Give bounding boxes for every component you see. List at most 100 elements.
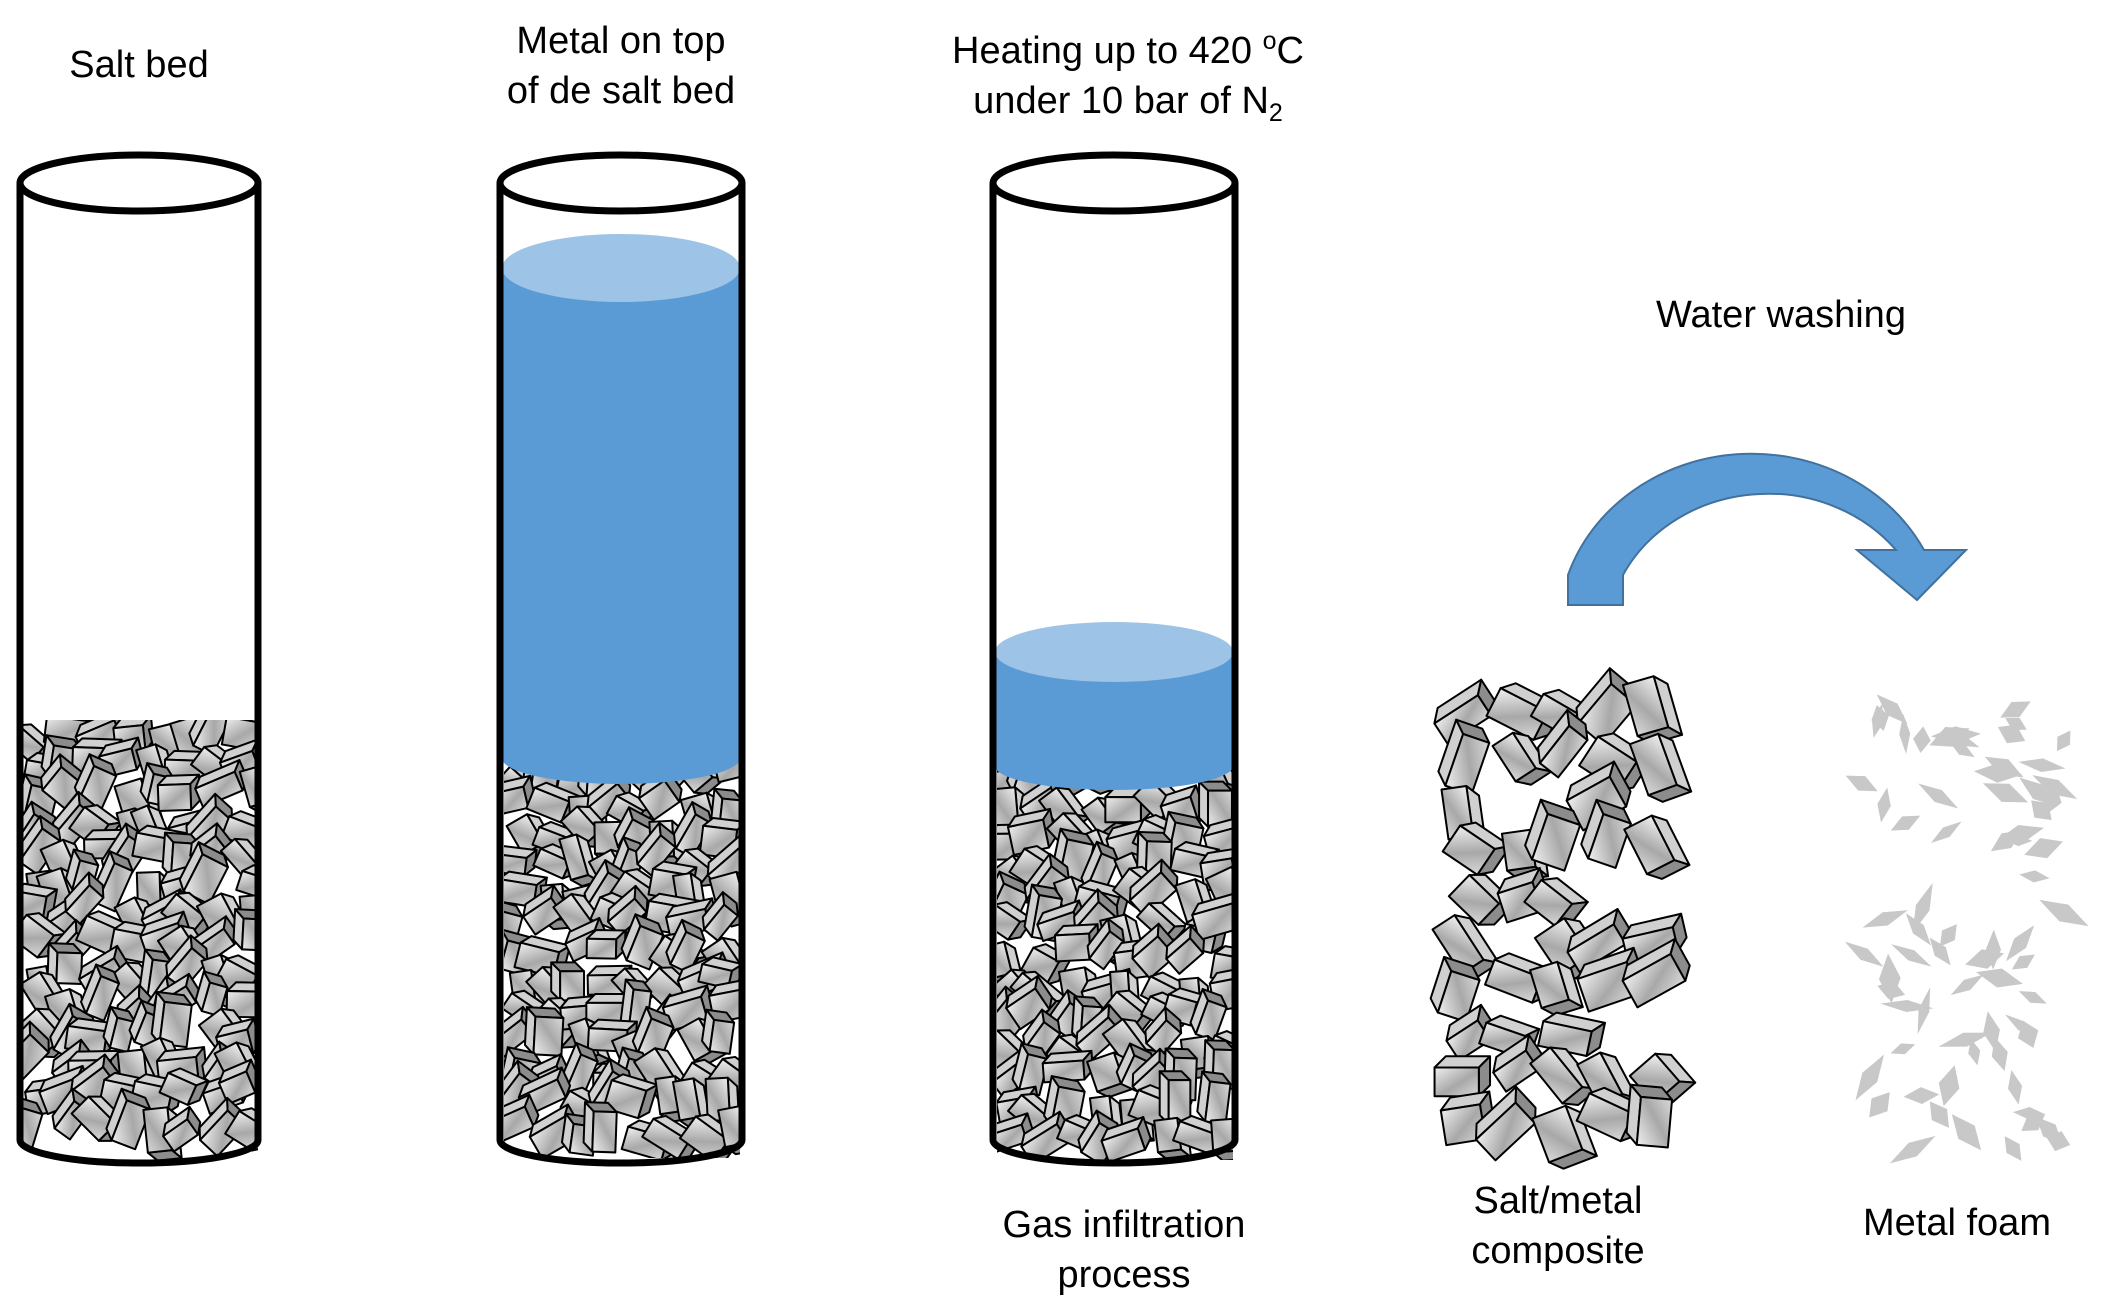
salt-cube [1136,830,1173,882]
foam-flake [1917,987,1931,1035]
salt-cubes [22,720,258,1160]
salt-cube [194,970,229,1018]
foam-flake [2018,991,2047,1004]
foam-flake [2024,838,2063,859]
foam-flake [1876,694,1908,724]
foam-flake [2019,870,2050,883]
salt-cube [1575,667,1638,746]
foam-flake [1991,1037,2008,1072]
salt-cube [585,928,627,960]
salt-cube [641,1114,703,1158]
foam-flake [2017,1020,2039,1049]
salt-cube [665,918,706,975]
label-metal-on-salt: Metal on top of de salt bed [506,20,736,112]
salt-cube [46,942,84,985]
foam-flake [1880,999,1934,1013]
salt-cube [523,1006,565,1057]
salt-cube [80,963,121,1022]
tube-outline [496,183,746,1167]
salt-cube [1566,908,1631,974]
foam-flake [1929,1101,1950,1128]
salt-cube [1165,924,1205,975]
salt-cube [1100,1116,1152,1160]
foam-flake [2012,1107,2046,1120]
foam-flake [1889,1135,1936,1164]
salt-cube [1628,1052,1697,1106]
foam-flake [2011,954,2035,970]
salt-cube [1531,1104,1598,1170]
foam-flake [1949,742,1975,758]
foam-flake [2000,701,2031,718]
salt-cube [1628,732,1693,803]
salt-cube [1524,798,1582,872]
salt-cube [1529,960,1584,1017]
salt-cube [701,1008,736,1055]
foam-flake [2036,1116,2063,1145]
tube-rim [496,151,746,215]
salt-cube [1621,937,1691,1009]
foam-flake [1968,1038,1981,1066]
foam-flake [1877,981,1906,1000]
label-water-washing: Water washing [1656,294,1906,336]
foam-flake [1903,1087,1940,1105]
foam-flake [1951,1114,1982,1151]
salt-cube [1580,798,1632,869]
tube-rim [16,151,262,215]
foam-flake [1938,1032,1992,1047]
salt-cube [1128,858,1179,919]
foam-flake [2004,835,2033,847]
water-washing-arrow [1567,452,1969,606]
foam-flake [1940,731,1980,748]
salt-cube [1011,1042,1050,1097]
foam-flake [2056,730,2071,752]
salt-cube [607,884,649,937]
foam-flake [2032,775,2078,800]
salt-cube [620,913,665,971]
salt-cube [1144,1006,1183,1058]
salt-cubes [997,762,1233,1160]
salt-cube [1429,955,1481,1023]
salt-cube [631,1005,675,1063]
salt-cube [1158,1070,1192,1126]
salt-cube [150,990,193,1049]
salt-cube [235,864,258,901]
salt-cube [1623,814,1691,880]
foam-flake [2007,1069,2023,1105]
foam-flake [1950,974,1984,996]
salt-cube [102,1005,137,1054]
label-metal-foam: Metal foam [1863,1202,2051,1244]
salt-cube [1191,891,1233,942]
tube-metal-on-salt [496,151,746,1167]
salt-cube [138,948,173,1002]
tube-outline [16,183,262,1167]
salt-cube [91,850,134,913]
foam-flake [1982,783,2029,803]
foam-flake [1877,787,1891,823]
salt-cube [1005,975,1053,1031]
foam-flake [1862,910,1908,928]
metal-foam-flakes [1844,694,2089,1164]
foam-flake [1891,944,1932,967]
salt-cube [504,870,548,908]
metal-layer [502,268,740,784]
salt-cubes [504,758,740,1158]
salt-cube [701,891,739,942]
foam-flake [1985,929,2001,970]
salt-cube [1625,1083,1674,1149]
foam-flake [2005,717,2027,731]
foam-flake [1871,703,1884,738]
foam-flake [1939,924,1957,947]
tube-outline [989,183,1239,1167]
label-salt-metal-composite: Salt/metal composite [1471,1180,1645,1272]
foam-flake [2018,758,2066,773]
salt-cube [550,961,586,1002]
foam-flake [1890,815,1921,831]
salt-cube [635,821,677,878]
salt-cube [1441,821,1512,876]
salt-cube [217,1058,258,1106]
salt-cube [1537,1011,1606,1057]
foam-flake [1899,714,1911,754]
foam-flake [1918,783,1959,809]
salt-cube [1537,709,1589,779]
